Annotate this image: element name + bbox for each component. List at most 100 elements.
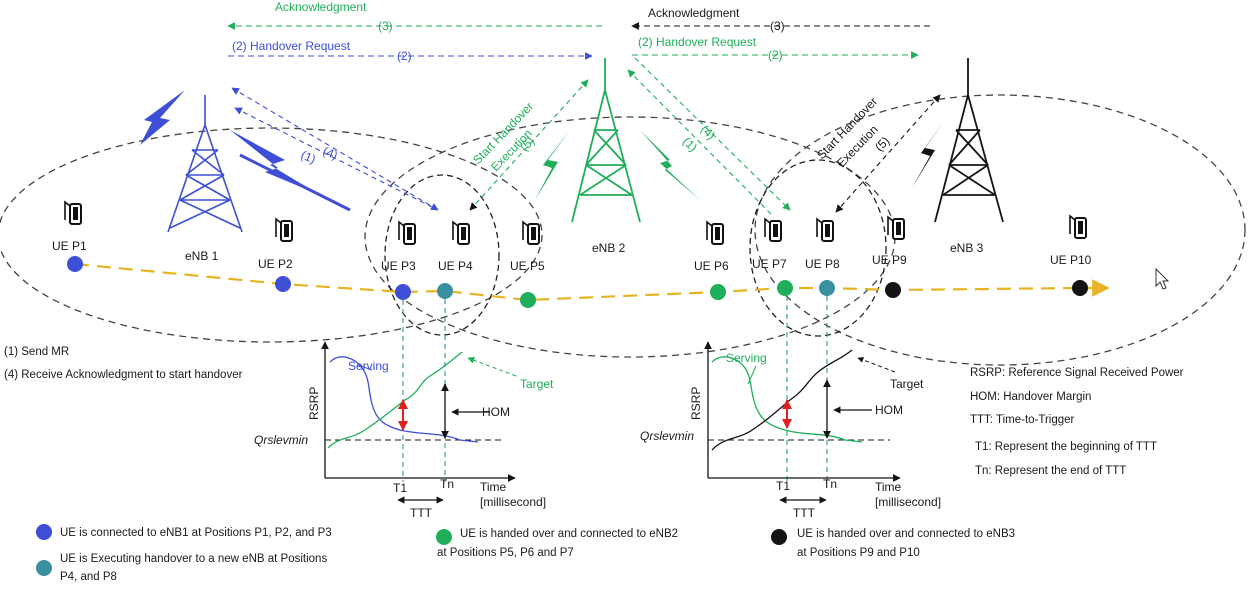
graph-right-time: Time [875, 480, 902, 494]
glossary-rsrp: RSRP: Reference Signal Received Power [970, 367, 1184, 379]
msg5-arrow-enb3 [835, 94, 941, 213]
graph-right-t1: T1 [776, 479, 790, 493]
msg4-arrow-enb1 [231, 87, 439, 211]
graph-right-serving: Serving [726, 351, 767, 365]
graph-left-time: Time [480, 480, 507, 494]
ue-label-p3: UE P3 [381, 259, 416, 273]
position-dot [1072, 280, 1088, 296]
position-dot [885, 282, 901, 298]
legend-black-b: at Positions P9 and P10 [797, 547, 920, 559]
ue-label-p9: UE P9 [872, 253, 907, 267]
legend-teal-a: UE is Executing handover to a new eNB at… [60, 553, 327, 565]
graph-right-ylabel: RSRP [689, 387, 703, 420]
ue-label-p10: UE P10 [1050, 253, 1092, 267]
hr-num-left: (2) [397, 49, 412, 63]
cell-enb1 [0, 127, 543, 343]
ue-phone-icon [398, 221, 416, 245]
graph-right-target: Target [890, 377, 924, 391]
glossary-hom: HOM: Handover Margin [970, 391, 1091, 403]
ue-label-p4: UE P4 [438, 259, 473, 273]
graph-left-ylabel: RSRP [307, 387, 321, 420]
enb3-label: eNB 3 [950, 241, 984, 255]
legend-green-a: UE is handed over and connected to eNB2 [460, 528, 678, 540]
msg1-arrow-enb2 [627, 69, 773, 216]
graph-left-unit: [millisecond] [480, 495, 546, 509]
legend-dot-green [436, 529, 452, 545]
enb2-signal-right-icon [640, 130, 700, 200]
legend-green-b: at Positions P5, P6 and P7 [437, 547, 574, 559]
graph-left-t1: T1 [393, 481, 407, 495]
legend-dot-blue [36, 524, 52, 540]
position-dot [710, 284, 726, 300]
enb3-signal-icon [912, 120, 945, 188]
legend-teal-b: P4, and P8 [60, 571, 117, 583]
msg4-arrow-enb2 [634, 57, 791, 211]
glossary-ttt: TTT: Time-to-Trigger [970, 414, 1075, 426]
ue-label-p6: UE P6 [694, 259, 729, 273]
legend-black-a: UE is handed over and connected to eNB3 [797, 528, 1015, 540]
glossary-tn: Tn: Represent the end of TTT [975, 465, 1126, 477]
ue-phone-icon [522, 221, 540, 245]
legend-blue: UE is connected to eNB1 at Positions P1,… [60, 527, 332, 539]
ue-label-p7: UE P7 [752, 257, 787, 271]
rsrp-graph-left [321, 341, 517, 504]
enb1-label: eNB 1 [185, 249, 219, 263]
step-send-mr: (1) Send MR [4, 346, 69, 358]
position-dot [777, 280, 793, 296]
ue-phone-icon [764, 218, 782, 242]
hr-label-right: (2) Handover Request [638, 35, 757, 49]
legend-dot-teal [36, 560, 52, 576]
msg4-label-enb2: (4) [698, 122, 718, 142]
overlap-zone-2 [749, 159, 887, 337]
step-receive-ack: (4) Receive Acknowledgment to start hand… [4, 369, 243, 381]
ue-phone-icon [706, 221, 724, 245]
position-dot [275, 276, 291, 292]
ack-label-right: Acknowledgment [648, 6, 740, 20]
mouse-cursor-icon [1155, 267, 1170, 290]
enb1-wave-icon [239, 153, 351, 212]
cell-enb3 [754, 94, 1246, 366]
enb1-tower-icon [167, 95, 243, 233]
msg1-label-enb1: (1) [299, 148, 318, 166]
position-dot [67, 256, 83, 272]
ue-label-p1: UE P1 [52, 239, 87, 253]
enb2-label: eNB 2 [592, 241, 626, 255]
hr-num-right: (2) [768, 48, 783, 62]
graph-right-unit: [millisecond] [875, 495, 941, 509]
enb2-signal-left-icon [535, 130, 570, 200]
enb3-tower-icon [934, 58, 1004, 223]
ue-label-p5: UE P5 [510, 259, 545, 273]
rsrp-graph-right [704, 341, 901, 504]
graph-left-ttt: TTT [410, 506, 433, 520]
ue-phone-icon [816, 218, 834, 242]
ack-num-left: (3) [378, 19, 393, 33]
ue-phone-icon [887, 216, 905, 240]
msg5-arrow-enb2 [469, 79, 589, 211]
graph-right-tn: Tn [823, 477, 837, 491]
enb2-tower-icon [571, 58, 641, 223]
enb1-signal-left-icon [140, 90, 185, 145]
graph-left-tn: Tn [440, 477, 454, 491]
ue-phone-icon [275, 218, 293, 242]
position-dot [395, 284, 411, 300]
graph-right-hom: HOM [875, 403, 903, 417]
msg4-label-enb1: (4) [321, 144, 340, 162]
msg1-label-enb2: (1) [680, 134, 700, 154]
ue-label-p2: UE P2 [258, 257, 293, 271]
graph-right-ttt: TTT [793, 506, 816, 520]
graph-left-serving: Serving [348, 359, 389, 373]
ue-trajectory [74, 262, 1110, 302]
ue-phone-icon [452, 221, 470, 245]
graph-right-qrs: Qrslevmin [640, 429, 694, 443]
position-dot [819, 280, 835, 296]
position-dot [520, 292, 536, 308]
legend-dot-black [771, 529, 787, 545]
ue-phone-icon [64, 201, 82, 225]
ack-label-left: Acknowledgment [275, 0, 367, 14]
graph-left-hom: HOM [482, 405, 510, 419]
ack-num-right: (3) [770, 19, 785, 33]
hr-label-left: (2) Handover Request [232, 39, 351, 53]
overlap-zone-1 [384, 174, 500, 336]
ue-label-p8: UE P8 [805, 257, 840, 271]
